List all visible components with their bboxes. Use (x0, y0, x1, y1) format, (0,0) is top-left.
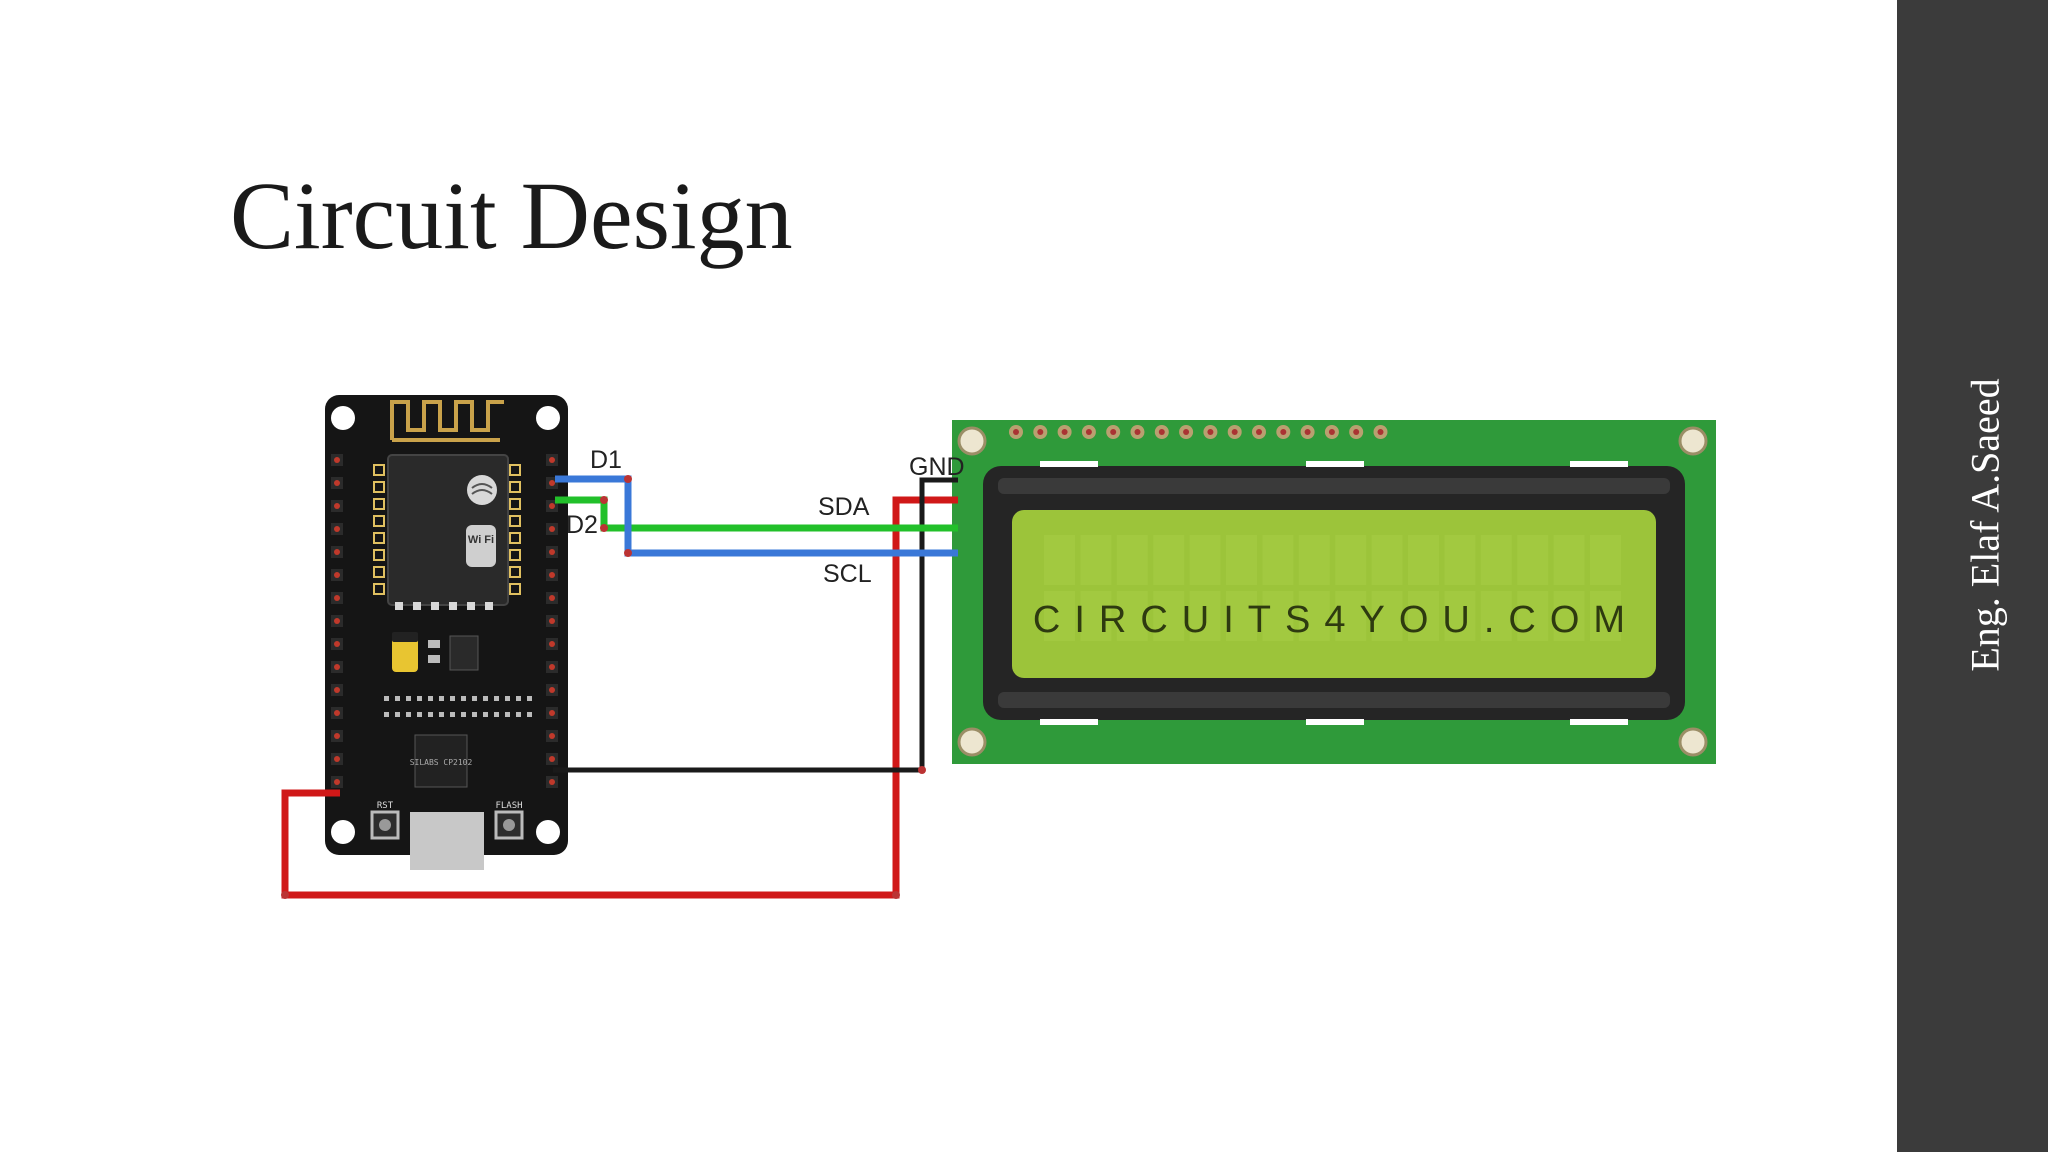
board-hole (536, 406, 560, 430)
label-gnd: GND (909, 453, 965, 481)
label-d1: D1 (590, 446, 622, 474)
header-right (546, 454, 558, 788)
gnd-wire (553, 477, 958, 773)
header-left (331, 454, 343, 788)
wifi-logo-text: Wi Fi (468, 534, 494, 546)
lcd-module: CIRCUITS4YOU.COM (952, 420, 1716, 764)
lcd-display-text: CIRCUITS4YOU.COM (1033, 599, 1639, 641)
antenna-trace (390, 400, 504, 440)
board-hole (331, 406, 355, 430)
lcd-character-cells (1044, 535, 1621, 641)
side-bar (1897, 0, 2048, 1152)
label-scl: SCL (823, 560, 872, 588)
board-hole (536, 820, 560, 844)
board-hole (331, 820, 355, 844)
label-d2: D2 (566, 511, 598, 539)
usb-bridge-chip-label: SILABS CP2102 (410, 758, 473, 767)
wires (281, 475, 958, 899)
usb-connector (410, 812, 484, 870)
wifi-logo-icon (466, 525, 496, 567)
lcd-hole (1678, 727, 1708, 757)
regulator-chip (449, 635, 479, 671)
label-sda: SDA (818, 493, 870, 521)
sda-wire (555, 496, 958, 532)
usb-bridge-chip (414, 734, 468, 788)
scl-wire (555, 475, 958, 557)
lcd-hole (1678, 426, 1708, 456)
slide-title: Circuit Design (230, 162, 793, 269)
rst-button-label: RST (377, 801, 394, 811)
vcc-wire (281, 496, 958, 899)
lcd-hole (957, 426, 987, 456)
flash-button-label: FLASH (495, 801, 522, 811)
nodemcu-board: Wi Fi SILABS CP2102 RST FLASH (325, 395, 568, 870)
smd-components (384, 696, 532, 717)
lcd-header-pins (1009, 425, 1388, 439)
esp-module-pads (373, 464, 521, 610)
lcd-hole (957, 727, 987, 757)
